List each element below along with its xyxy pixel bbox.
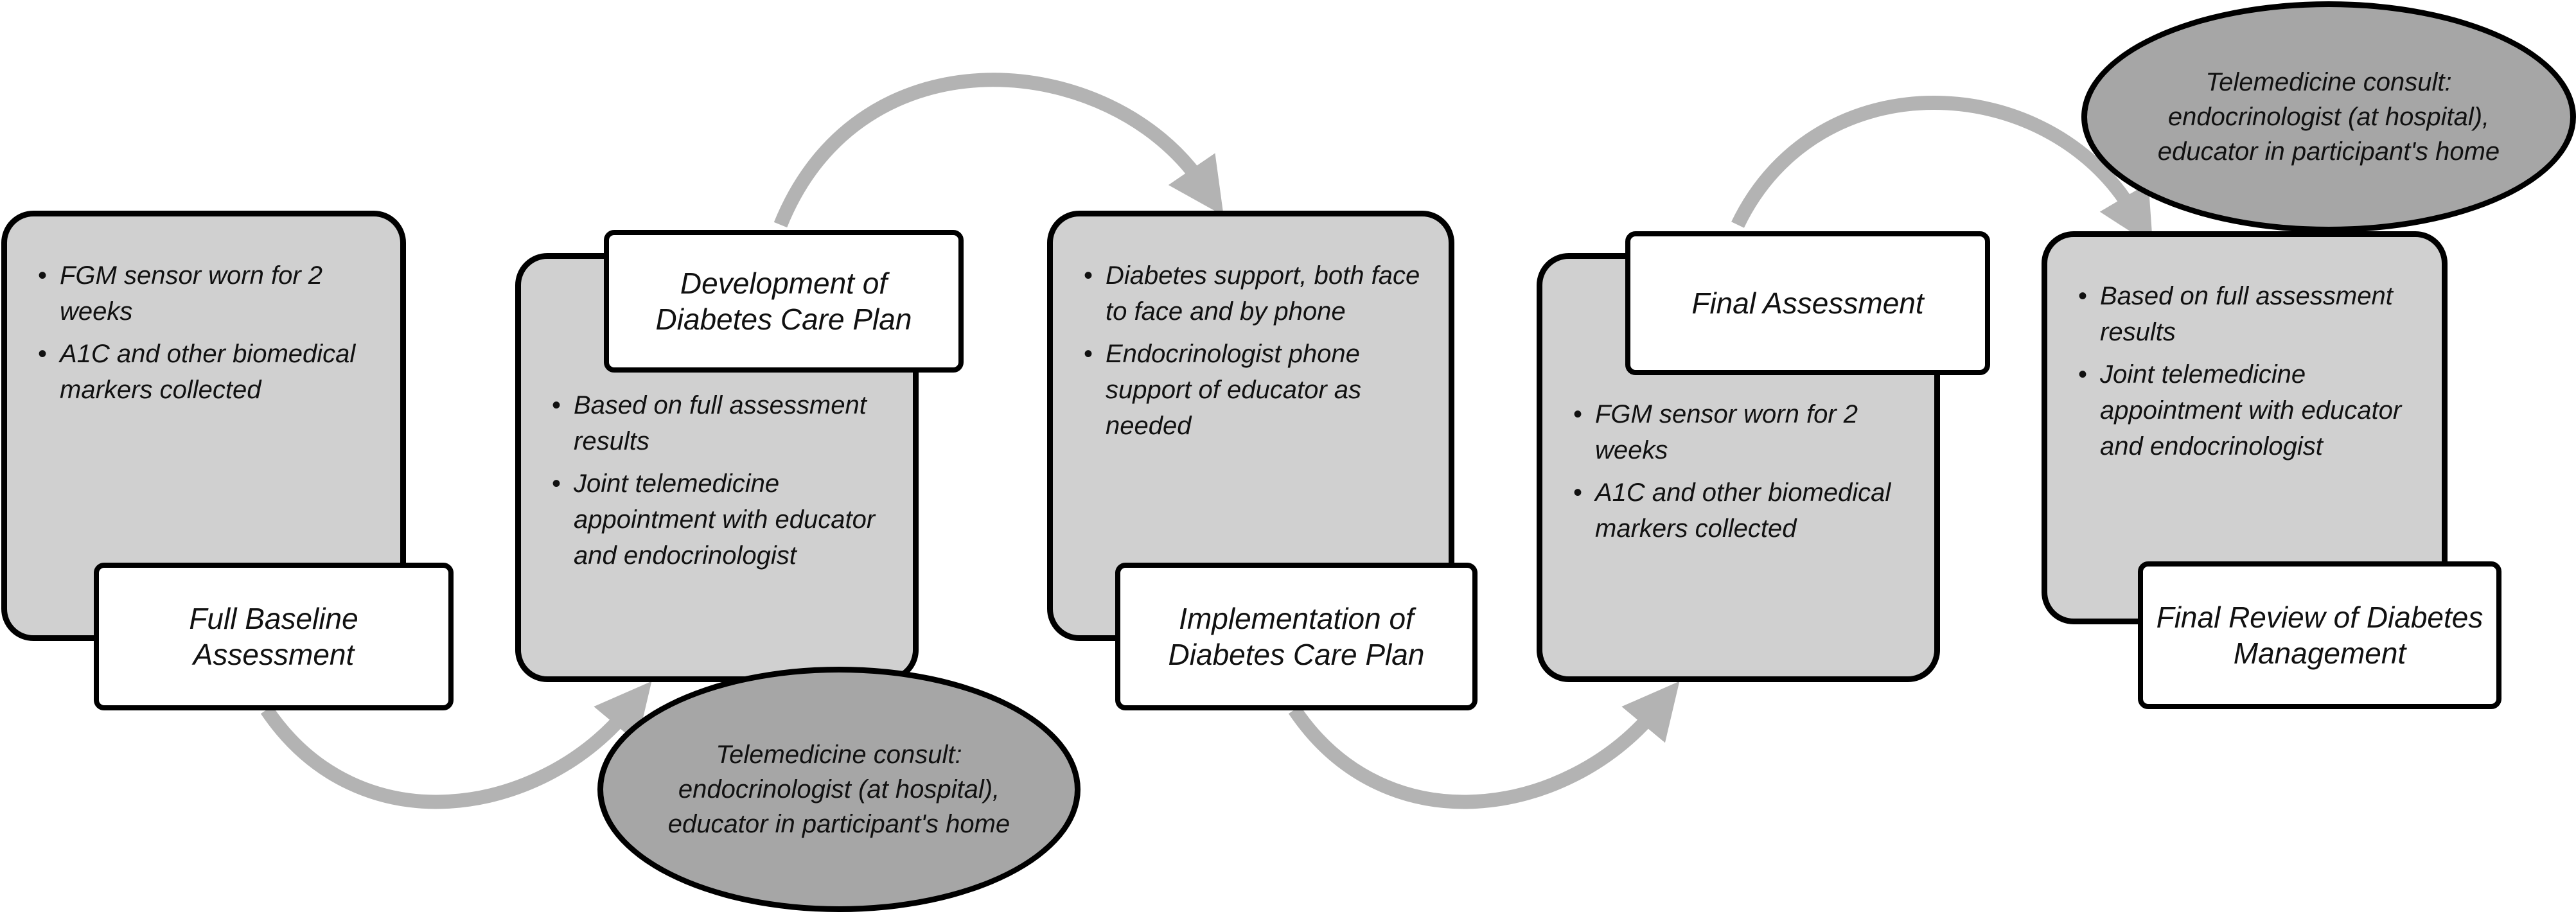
stage-5-card: Based on full assessment results Joint t… (2042, 231, 2448, 624)
arrow-stage2-to-stage3 (773, 73, 1224, 228)
stage-2-label: Development of Diabetes Care Plan (604, 230, 964, 373)
stage-1-card: FGM sensor worn for 2 weeks A1C and othe… (1, 211, 406, 641)
consult-oval-1: Telemedicine consult: endocrinologist (a… (597, 667, 1081, 912)
stage-1-label: Full Baseline Assessment (94, 563, 454, 710)
stage-5-bullet-2: Joint telemedicine appointment with educ… (2078, 356, 2416, 464)
stage-2-bullet-1: Based on full assessment results (552, 387, 887, 459)
stage-3-label: Implementation of Diabetes Care Plan (1115, 563, 1478, 710)
arrow-stage3-to-stage4 (1288, 681, 1680, 809)
stage-5-label: Final Review of Diabetes Management (2138, 561, 2501, 709)
arrow-stage4-to-stage5 (1731, 96, 2153, 246)
stage-4-label: Final Assessment (1625, 231, 1990, 375)
arrow-stage1-to-stage2 (260, 681, 652, 809)
stage-1-bullet-2: A1C and other biomedical markers collect… (38, 336, 375, 408)
stage-5-bullet-1: Based on full assessment results (2078, 278, 2416, 350)
stage-3-bullet-2: Endocrinologist phone support of educato… (1084, 336, 1423, 444)
stage-3-bullet-1: Diabetes support, both face to face and … (1084, 258, 1423, 330)
consult-oval-2: Telemedicine consult: endocrinologist (a… (2081, 1, 2576, 233)
stage-4-bullet-2: A1C and other biomedical markers collect… (1573, 475, 1909, 547)
stage-1-bullet-1: FGM sensor worn for 2 weeks (38, 258, 375, 330)
stage-2-bullet-2: Joint telemedicine appointment with educ… (552, 466, 887, 574)
stage-4-bullet-1: FGM sensor worn for 2 weeks (1573, 396, 1909, 468)
